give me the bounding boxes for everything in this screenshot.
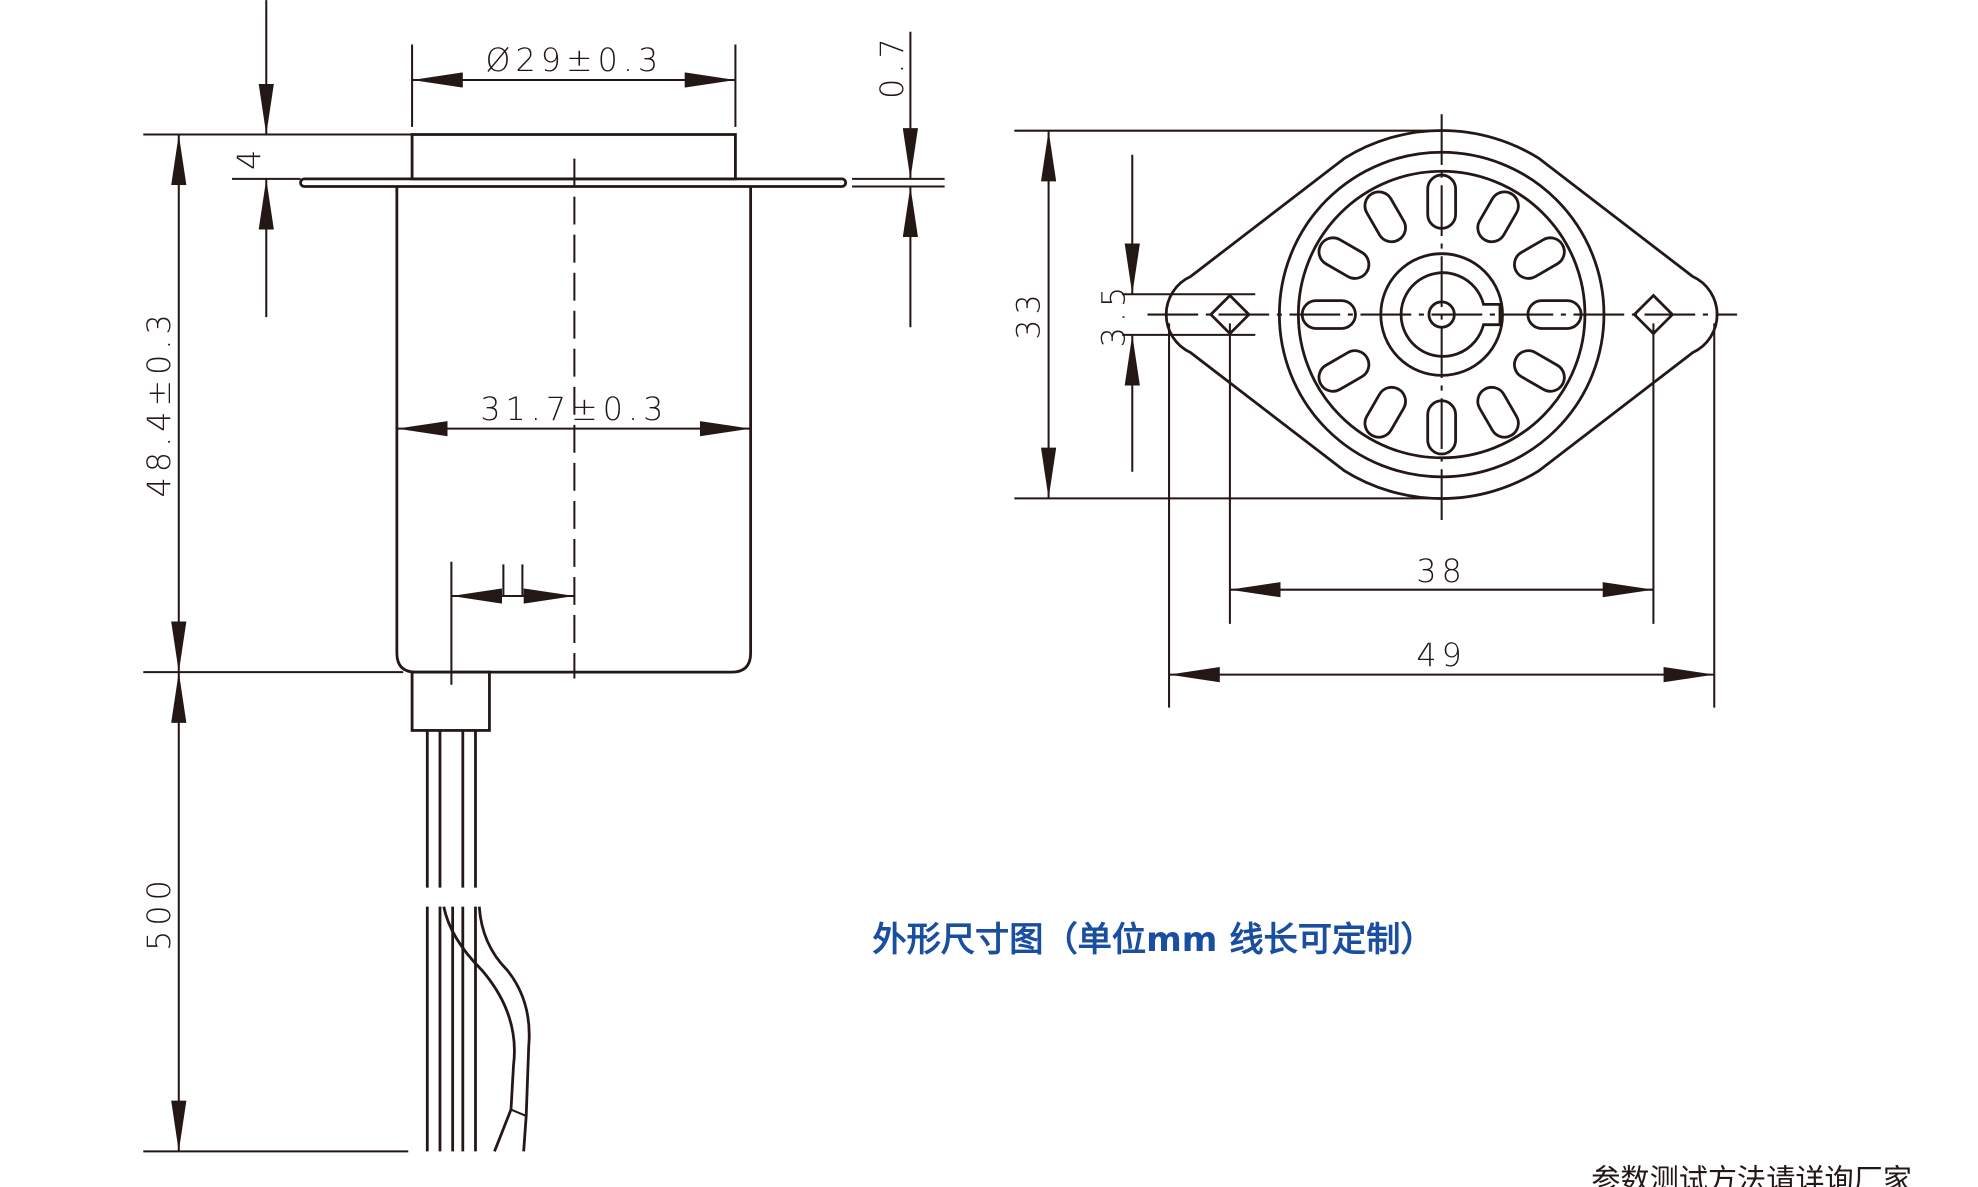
lead-wires — [425, 730, 531, 1152]
plate-width-label: 49 — [1416, 638, 1466, 674]
terminal-slot — [1513, 349, 1566, 393]
terminal-slot — [1363, 385, 1407, 439]
top-dimensions: 33 3.5 38 49 — [1012, 129, 1716, 708]
terminal-slot — [1476, 385, 1520, 439]
terminal-slot — [1363, 190, 1407, 244]
cap-diameter-label: Ø29±0.3 — [486, 43, 664, 79]
body-diameter-label: 31.7±0.3 — [480, 392, 668, 428]
terminal-slot — [1476, 190, 1520, 244]
footer-note: 参数测试方法请详询厂家 — [1591, 1162, 1912, 1187]
side-view — [299, 133, 848, 1152]
hole-spacing-label: 38 — [1416, 554, 1466, 590]
terminal-slot — [1317, 349, 1371, 393]
terminal-slot — [1513, 236, 1566, 280]
hole-size-label: 3.5 — [1097, 282, 1133, 348]
top-view — [1147, 114, 1738, 520]
wire-length-label: 500 — [142, 875, 178, 951]
drawing-title: 外形尺寸图（单位mm 线长可定制） — [872, 920, 1434, 960]
cap-height-label: 4 — [232, 145, 268, 170]
body-height-label: 48.4±0.3 — [142, 309, 178, 497]
plate-height-label: 33 — [1012, 289, 1048, 339]
terminal-slot — [1317, 236, 1371, 280]
side-dimensions: Ø29±0.3 0.7 4 48.4±0.3 500 31.7±0.3 — [142, 0, 945, 1153]
flange-thickness-label: 0.7 — [875, 33, 911, 99]
